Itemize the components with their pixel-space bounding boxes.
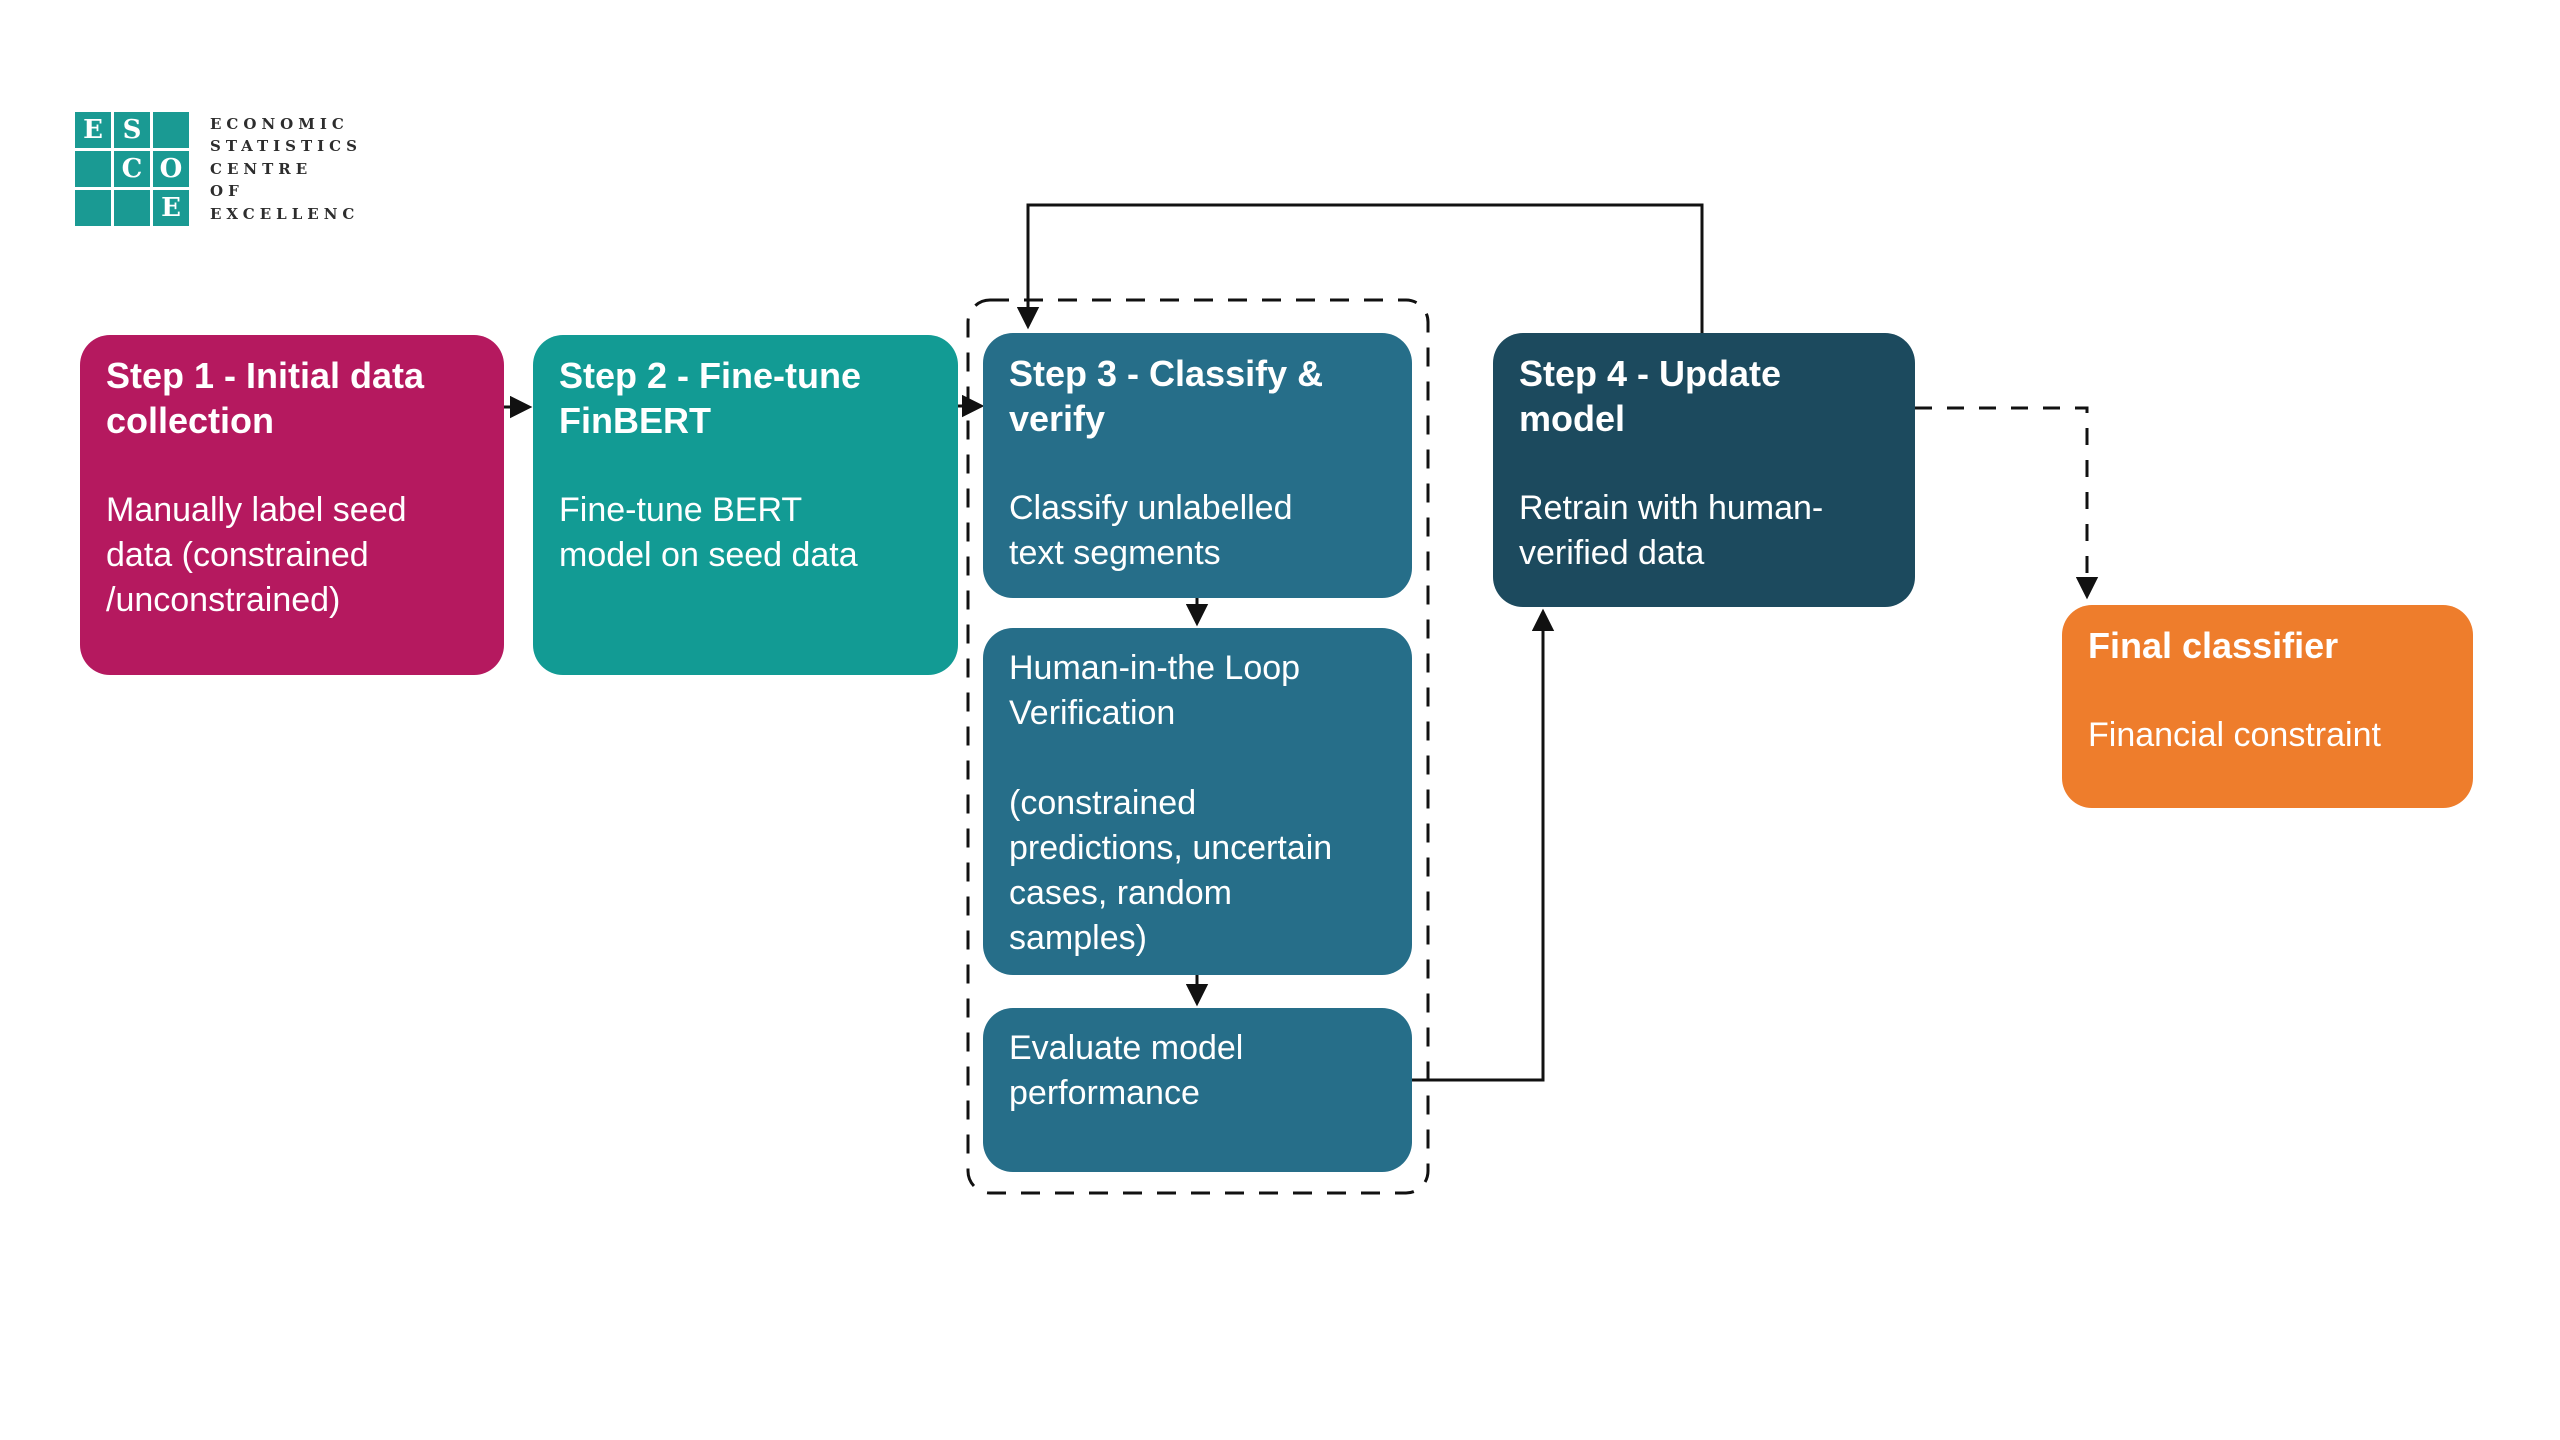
escoe-logo: E S C O E ECONOMIC STATISTICS CENTRE OF … [75, 112, 362, 226]
human-loop-box: Human-in-the Loop Verification (constrai… [983, 628, 1412, 975]
logo-grid-cell [75, 151, 111, 187]
logo-grid-cell [114, 190, 150, 226]
step3-body: Classify unlabelled text segments [1009, 489, 1293, 572]
step1-title: Step 1 - Initial data collection [106, 355, 425, 441]
evaluate-box: Evaluate model performance [983, 1008, 1412, 1172]
logo-grid-cell: S [114, 112, 150, 148]
final-classifier-body: Financial constraint [2088, 716, 2381, 754]
wordmark-line: STATISTICS [210, 137, 362, 156]
logo-grid-cell [153, 112, 189, 148]
step4-body: Retrain with human- verified data [1519, 489, 1824, 572]
step2-body: Fine-tune BERT model on seed data [559, 491, 858, 574]
escoe-logo-wordmark: ECONOMIC STATISTICS CENTRE OF EXCELLENC [210, 112, 362, 226]
wordmark-line: CENTRE [210, 159, 313, 178]
arrow-step4-to-final-dashed [1915, 406, 2099, 600]
step2-box: Step 2 - Fine-tune FinBERT Fine-tune BER… [533, 335, 958, 675]
escoe-logo-grid: E S C O E [75, 112, 189, 226]
step1-box: Step 1 - Initial data collection Manuall… [80, 335, 504, 675]
human-loop-detail: (constrained predictions, uncertain case… [1009, 784, 1333, 957]
step1-body: Manually label seed data (constrained /u… [106, 491, 407, 619]
wordmark-line: OF [210, 182, 244, 201]
logo-grid-cell [75, 190, 111, 226]
wordmark-line: ECONOMIC [210, 115, 349, 133]
logo-grid-cell: C [114, 151, 150, 187]
step4-title: Step 4 - Update model [1519, 353, 1782, 439]
final-classifier-title: Final classifier [2088, 625, 2339, 666]
arrow-step4-feedback-to-step3 [1016, 203, 1704, 333]
step3-box: Step 3 - Classify & verify Classify unla… [983, 333, 1412, 598]
step2-title: Step 2 - Fine-tune FinBERT [559, 355, 862, 441]
logo-grid-cell: E [75, 112, 111, 148]
logo-grid-cell: O [153, 151, 189, 187]
human-loop-text: Human-in-the Loop Verification [1009, 649, 1301, 732]
logo-grid-cell: E [153, 190, 189, 226]
evaluate-text: Evaluate model performance [1009, 1029, 1244, 1112]
final-classifier-box: Final classifier Financial constraint [2062, 605, 2473, 808]
wordmark-line: EXCELLENC [210, 204, 360, 223]
step4-box: Step 4 - Update model Retrain with human… [1493, 333, 1915, 607]
step3-title: Step 3 - Classify & verify [1009, 353, 1324, 439]
arrow-evaluate-to-step4 [1412, 608, 1555, 1082]
